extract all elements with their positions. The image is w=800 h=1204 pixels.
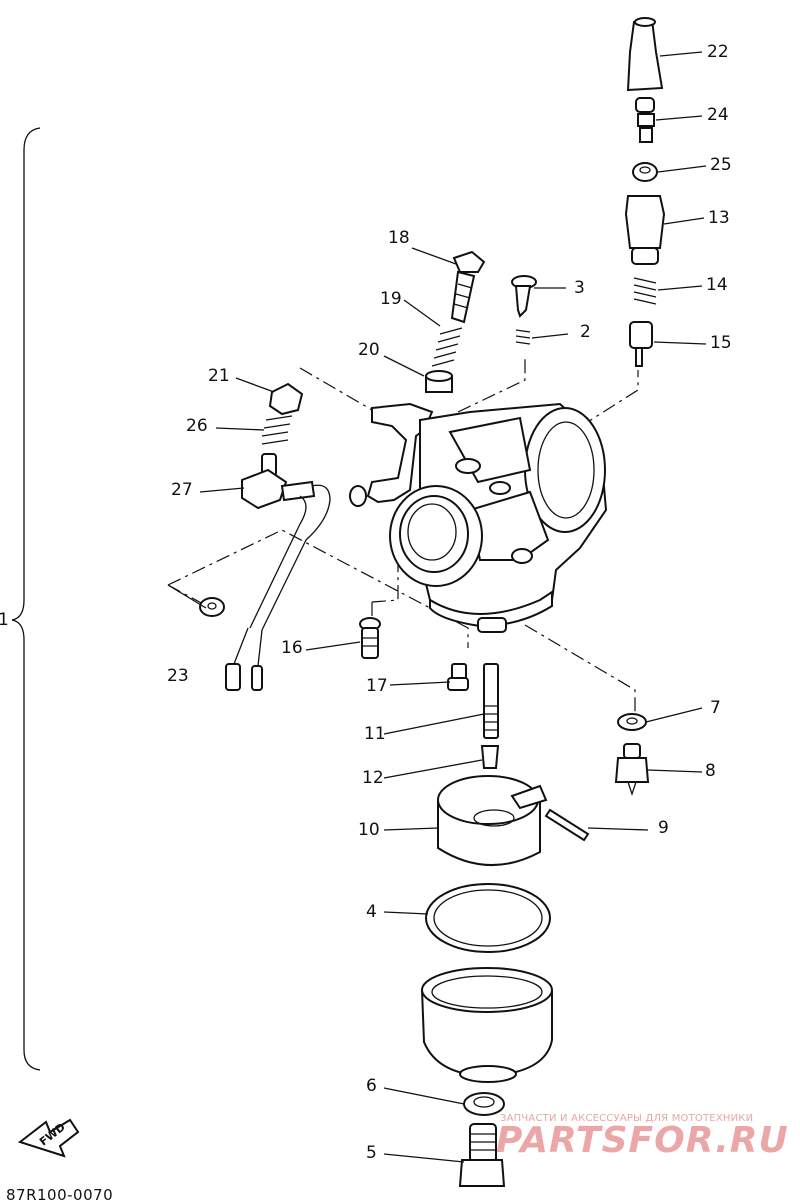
assembly-bracket xyxy=(11,127,41,1071)
callout-20: 20 xyxy=(358,340,380,360)
part-6-gasket xyxy=(463,1092,505,1116)
callout-21: 21 xyxy=(208,366,230,386)
callout-12: 12 xyxy=(362,768,384,788)
part-13-cap xyxy=(624,195,666,265)
callout-26: 26 xyxy=(186,416,208,436)
part-7-washer xyxy=(617,713,647,731)
part-18-screw xyxy=(450,250,486,324)
part-15-plunger xyxy=(629,321,653,367)
part-9-pin xyxy=(544,808,590,842)
part-5-drain-plug xyxy=(458,1123,506,1187)
part-16-screw xyxy=(359,617,381,659)
callout-1-assembly: 1 xyxy=(0,610,9,630)
watermark-tagline: ЗАПЧАСТИ И АКСЕССУАРЫ ДЛЯ МОТОТЕХНИКИ xyxy=(500,1113,754,1124)
callout-7: 7 xyxy=(710,698,721,718)
callout-3: 3 xyxy=(574,278,585,298)
callout-24: 24 xyxy=(707,105,729,125)
callout-16: 16 xyxy=(281,638,303,658)
callout-17: 17 xyxy=(366,676,388,696)
part-10-float xyxy=(437,775,548,867)
callout-27: 27 xyxy=(171,480,193,500)
callout-2: 2 xyxy=(580,322,591,342)
callout-13: 13 xyxy=(708,208,730,228)
callout-5: 5 xyxy=(366,1143,377,1163)
part-22-cap xyxy=(626,17,664,92)
part-11-needle-jet xyxy=(483,663,499,739)
part-21-cap xyxy=(268,382,304,416)
part-27-starter xyxy=(225,453,331,691)
callout-19: 19 xyxy=(380,289,402,309)
part-8-needle-valve xyxy=(614,743,650,797)
callout-25: 25 xyxy=(710,155,732,175)
part-4-gasket xyxy=(425,883,551,953)
part-14-spring xyxy=(633,277,657,305)
callout-18: 18 xyxy=(388,228,410,248)
callout-9: 9 xyxy=(658,818,669,838)
part-3-screw xyxy=(511,275,537,318)
callout-11: 11 xyxy=(364,724,386,744)
callout-4: 4 xyxy=(366,902,377,922)
carburetor-body xyxy=(349,402,608,633)
leader-lines xyxy=(167,51,707,1163)
fwd-arrow-icon xyxy=(17,1118,80,1158)
part-25-nut xyxy=(632,162,658,182)
part-23-washer xyxy=(199,597,225,617)
part-12-main-jet xyxy=(480,745,500,769)
diagram-part-number: 87R100-0070 xyxy=(6,1186,114,1204)
callout-23: 23 xyxy=(167,666,189,686)
part-20-bushing xyxy=(425,370,453,393)
watermark-brand: PARTSFOR.RU xyxy=(496,1120,789,1161)
part-2-spring xyxy=(515,329,531,345)
part-19-spring xyxy=(431,327,463,367)
part-24-adjust-screw xyxy=(635,97,655,143)
callout-10: 10 xyxy=(358,820,380,840)
callout-22: 22 xyxy=(707,42,729,62)
callout-15: 15 xyxy=(710,333,732,353)
callout-8: 8 xyxy=(705,761,716,781)
callout-14: 14 xyxy=(706,275,728,295)
float-bowl xyxy=(421,967,553,1083)
part-26-spring xyxy=(261,415,293,445)
callout-6: 6 xyxy=(366,1076,377,1096)
part-17-jet xyxy=(447,663,469,691)
